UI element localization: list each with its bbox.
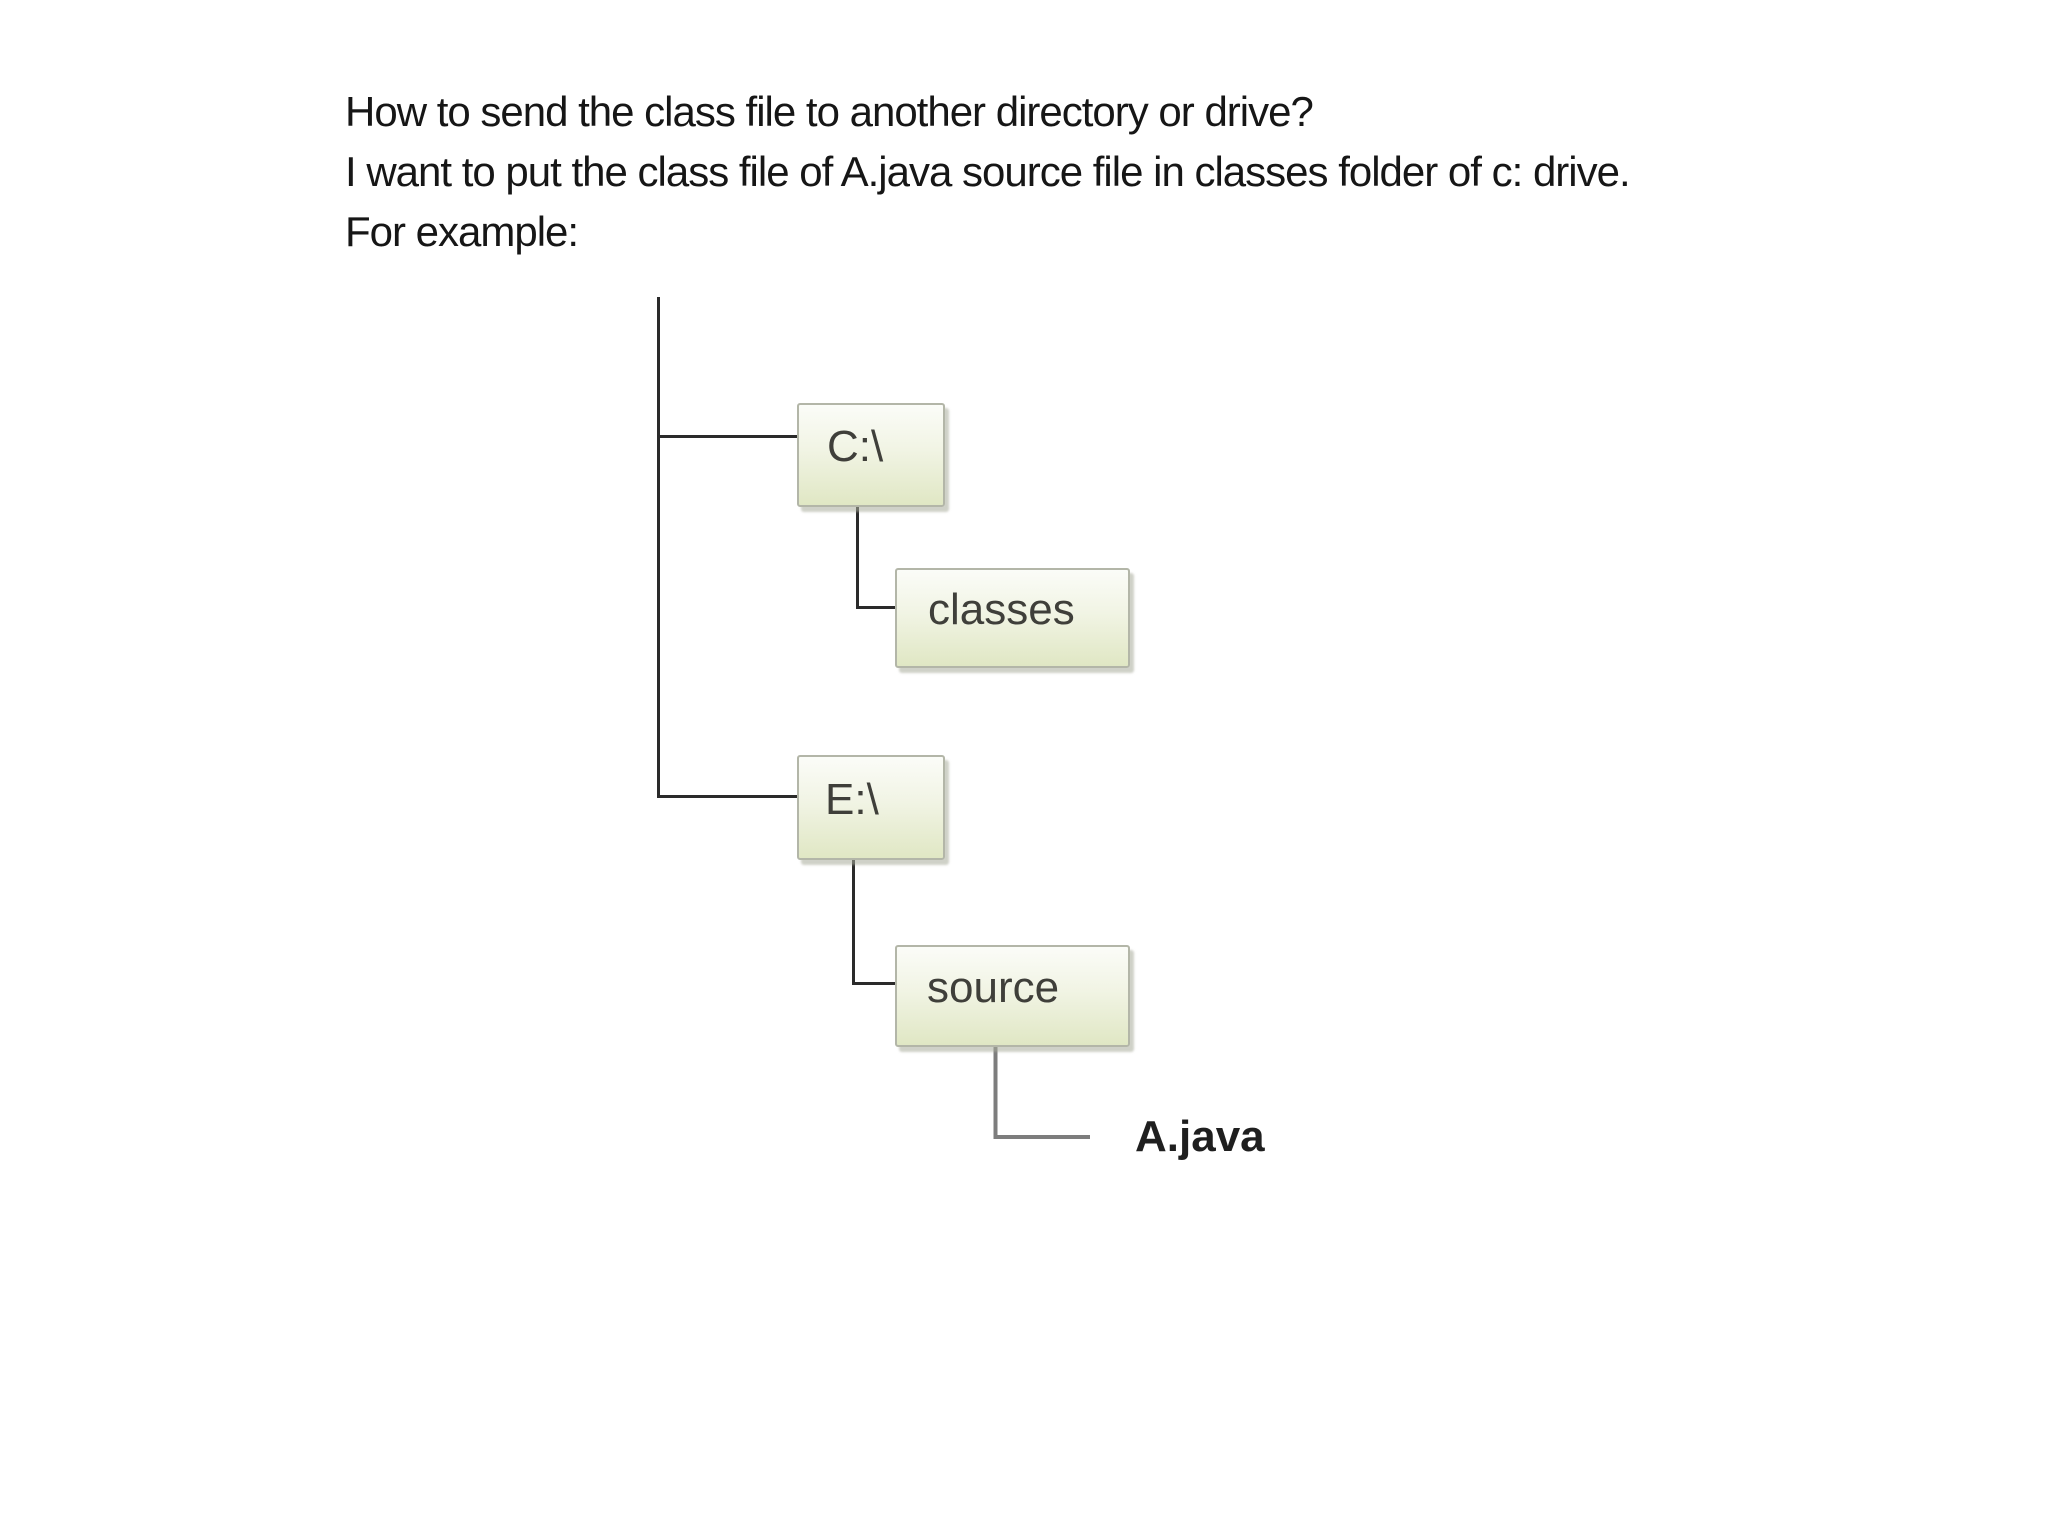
question-line-2: I want to put the class file of A.java s… [345, 148, 1631, 195]
node-e-drive: E:\ [797, 755, 945, 860]
question-line-1: How to send the class file to another di… [345, 88, 1314, 135]
node-classes-folder-label: classes [928, 585, 1075, 634]
ajava-branch-line [993, 1047, 1090, 1139]
node-c-drive-label: C:\ [827, 422, 884, 471]
label-a-java-file: A.java [1135, 1112, 1265, 1161]
source-branch-line [852, 860, 895, 985]
question-line-3: For example: [345, 208, 579, 255]
node-source-folder: source [895, 945, 1130, 1047]
node-e-drive-label: E:\ [825, 774, 879, 824]
question-text: How to send the class file to another di… [345, 82, 2005, 262]
node-classes-folder: classes [895, 568, 1130, 668]
classes-branch-line [856, 507, 895, 609]
node-source-folder-label: source [927, 963, 1060, 1012]
node-c-drive: C:\ [797, 403, 945, 507]
